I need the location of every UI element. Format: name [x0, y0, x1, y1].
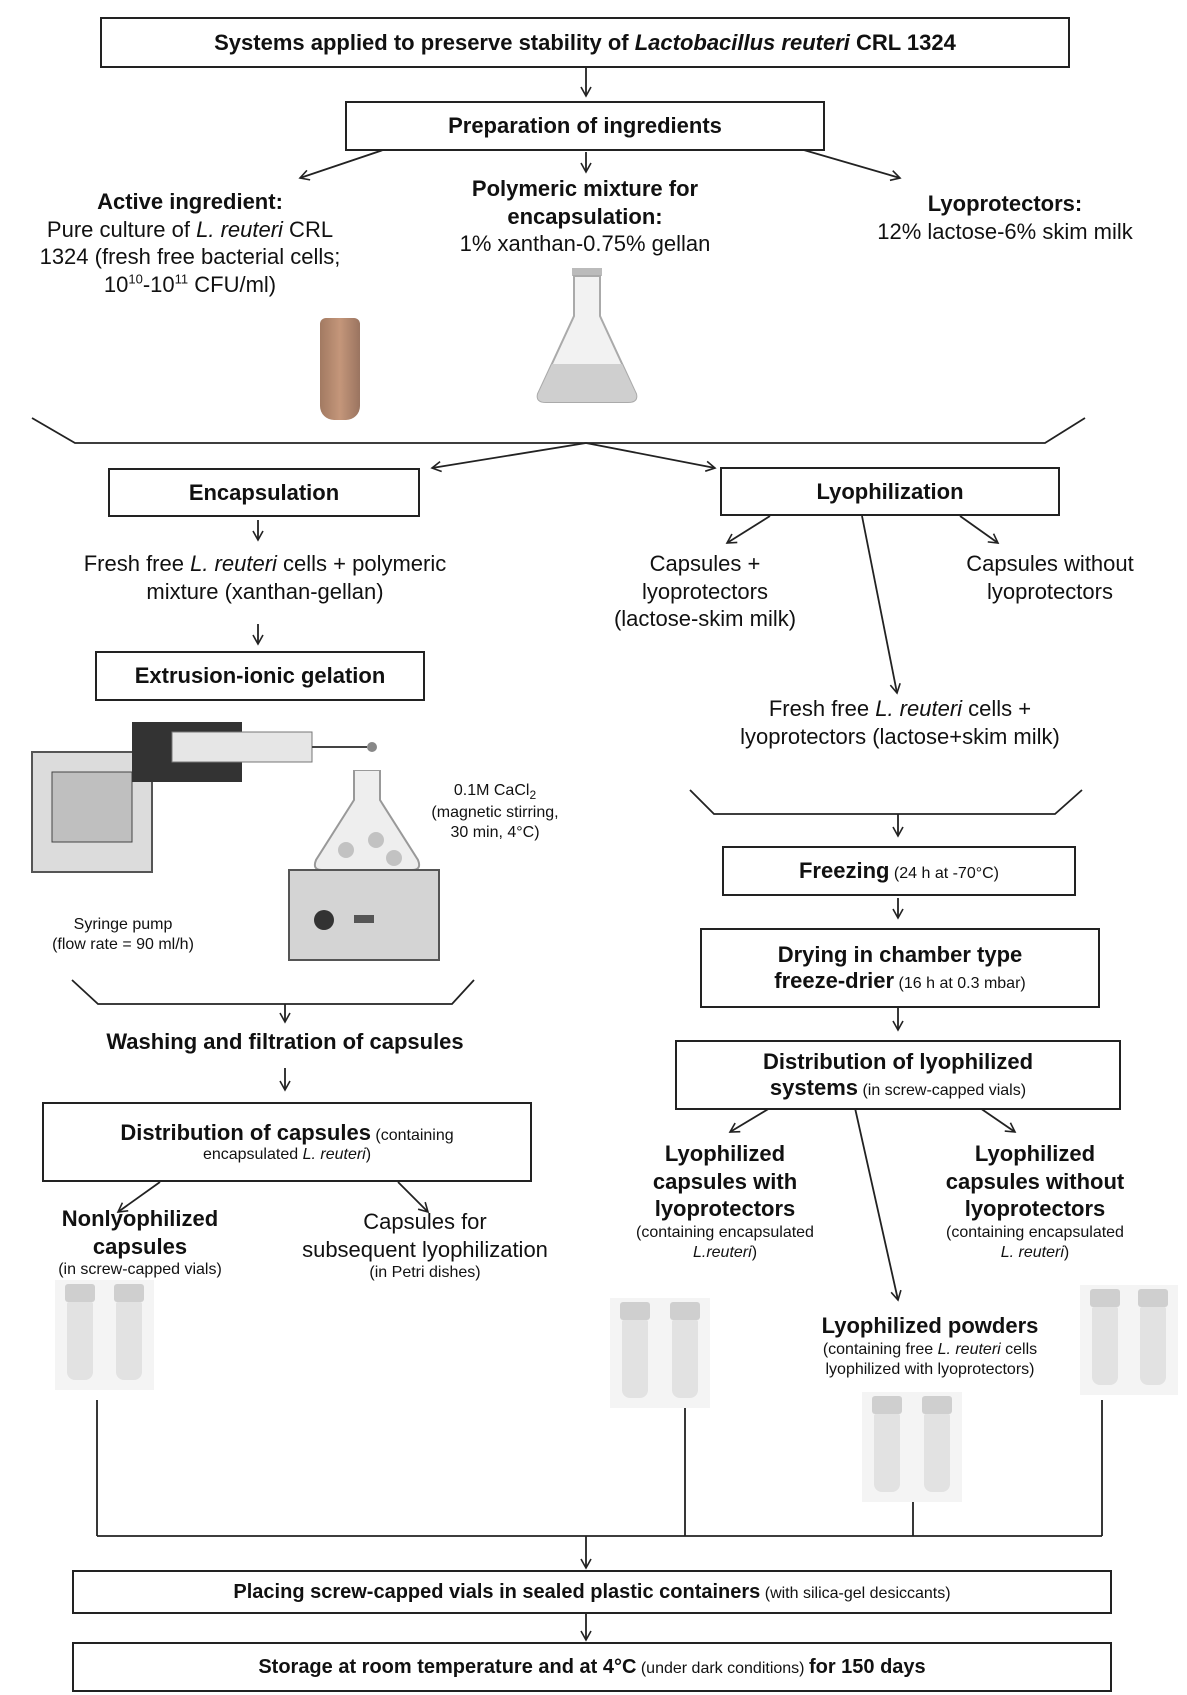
vial-icon: [55, 1280, 105, 1390]
active-line-3: 1010-1011 CFU/ml): [103, 271, 277, 297]
nonlyophilized-text: Nonlyophilized capsules (in screw-capped…: [20, 1205, 260, 1280]
lyophilization-label: Lyophilization: [816, 478, 964, 504]
capsules-lyo-line-1: Capsules +: [649, 551, 761, 576]
pump-line-2: (flow rate = 90 ml/h): [52, 936, 194, 953]
vial-icon: [912, 1392, 962, 1502]
powders-line-2: (containing free L. reuteri cells: [822, 1340, 1038, 1358]
polymer-line: 1% xanthan-0.75% gellan: [459, 231, 711, 256]
vial-icon: [862, 1392, 912, 1502]
caps-sub-line-1: Capsules for: [363, 1209, 487, 1234]
powders-line-1: Lyophilized powders: [821, 1313, 1039, 1338]
capsules-no-lyoprotectors-text: Capsules without lyoprotectors: [925, 550, 1175, 605]
vial-icon: [104, 1280, 154, 1390]
drying-line-2: freeze-drier (16 h at 0.3 mbar): [774, 968, 1026, 993]
capsules-nolyo-line-1: Capsules without: [966, 551, 1134, 576]
freezing-box: Freezing (24 h at -70°C): [722, 846, 1076, 896]
cacl2-line-2: (magnetic stirring,: [431, 804, 559, 822]
vial-icon: [1080, 1285, 1130, 1395]
placing-label: Placing screw-capped vials in sealed pla…: [233, 1580, 951, 1603]
title-box: Systems applied to preserve stability of…: [100, 17, 1070, 68]
capsules-lyo-line-2: lyoprotectors: [642, 578, 768, 604]
fresh-lyoprotectors-text: Fresh free L. reuteri cells + lyoprotect…: [685, 695, 1115, 750]
extrusion-box: Extrusion-ionic gelation: [95, 651, 425, 701]
pump-line-1: Syringe pump: [73, 916, 173, 933]
vial-icon: [610, 1298, 660, 1408]
drying-box: Drying in chamber type freeze-drier (16 …: [700, 928, 1100, 1008]
lyophilization-box: Lyophilization: [720, 467, 1060, 516]
vial-icon: [1128, 1285, 1178, 1395]
nonlyo-line-1: Nonlyophilized: [61, 1206, 219, 1231]
caps-sub-line-3: (in Petri dishes): [369, 1264, 481, 1281]
cacl2-text: 0.1M CaCl2 (magnetic stirring, 30 min, 4…: [400, 781, 590, 843]
fresh-polymer-text: Fresh free L. reuteri cells + polymeric …: [15, 550, 515, 605]
lyoprotectors-heading: Lyoprotectors:: [927, 191, 1083, 216]
lyo-with-line-4: (containing encapsulated: [636, 1223, 814, 1241]
dist-caps-line-1: Distribution of capsules (containing: [120, 1120, 454, 1145]
distribution-capsules-box: Distribution of capsules (containing enc…: [42, 1102, 532, 1182]
lyo-with-line-1: Lyophilized: [664, 1141, 786, 1166]
cacl2-line-1: 0.1M CaCl2: [453, 782, 537, 803]
washing-label: Washing and filtration of capsules: [106, 1029, 464, 1054]
test-tube-icon: [320, 318, 360, 420]
drying-line-1: Drying in chamber type: [777, 942, 1023, 967]
lyo-without-line-2: capsules without: [945, 1168, 1125, 1194]
lyo-without-line-5: L. reuteri): [1000, 1243, 1070, 1261]
syringe-pump-icon: [31, 722, 377, 873]
polymer-heading-2: encapsulation:: [507, 203, 663, 229]
active-ingredient-block: Active ingredient: Pure culture of L. re…: [10, 188, 370, 298]
fresh-polymer-line-1: Fresh free L. reuteri cells + polymeric: [83, 551, 447, 576]
lyophilized-powders-text: Lyophilized powders (containing free L. …: [765, 1312, 1095, 1380]
fresh-polymer-line-2: mixture (xanthan-gellan): [146, 578, 384, 604]
lyo-without-line-4: (containing encapsulated: [946, 1223, 1124, 1241]
cacl2-line-3: 30 min, 4°C): [450, 824, 540, 842]
lyo-without-line-1: Lyophilized: [974, 1141, 1096, 1166]
lyo-without-line-3: lyoprotectors: [964, 1196, 1106, 1221]
capsules-subsequent-text: Capsules for subsequent lyophilization (…: [270, 1208, 580, 1283]
caps-sub-line-2: subsequent lyophilization: [302, 1236, 548, 1262]
syringe-pump-label: Syringe pump (flow rate = 90 ml/h): [18, 915, 228, 955]
nonlyo-line-3: (in screw-capped vials): [58, 1261, 222, 1278]
active-line-2: 1324 (fresh free bacterial cells;: [39, 244, 341, 269]
freezing-label: Freezing (24 h at -70°C): [798, 858, 1000, 883]
lyo-with-line-2: capsules with: [652, 1168, 798, 1194]
storage-box: Storage at room temperature and at 4°C (…: [72, 1642, 1112, 1692]
capsules-lyoprotectors-text: Capsules + lyoprotectors (lactose-skim m…: [580, 550, 830, 633]
lyo-with-line-5: L.reuteri): [692, 1243, 758, 1261]
storage-label: Storage at room temperature and at 4°C (…: [258, 1655, 926, 1678]
preparation-box: Preparation of ingredients: [345, 101, 825, 151]
nonlyo-line-2: capsules: [92, 1233, 188, 1259]
flask-icon: [536, 268, 638, 403]
distribution-lyophilized-box: Distribution of lyophilized systems (in …: [675, 1040, 1121, 1110]
lyoprotectors-line: 12% lactose-6% skim milk: [877, 218, 1133, 244]
capsules-lyo-line-3: (lactose-skim milk): [613, 606, 797, 631]
extrusion-label: Extrusion-ionic gelation: [134, 663, 386, 688]
lyo-caps-without-text: Lyophilized capsules without lyoprotecto…: [905, 1140, 1165, 1263]
magnetic-stirrer-icon: [288, 770, 440, 961]
powders-line-3: lyophilized with lyoprotectors): [825, 1360, 1035, 1378]
active-line-1: Pure culture of L. reuteri CRL: [46, 216, 334, 242]
lyoprotectors-block: Lyoprotectors: 12% lactose-6% skim milk: [835, 190, 1175, 245]
title-text: Systems applied to preserve stability of…: [214, 29, 956, 55]
dist-lyo-line-2: systems (in screw-capped vials): [769, 1075, 1027, 1100]
lyo-caps-with-text: Lyophilized capsules with lyoprotectors …: [600, 1140, 850, 1263]
encapsulation-box: Encapsulation: [108, 468, 420, 517]
fresh-lyo-line-1: Fresh free L. reuteri cells +: [768, 696, 1032, 721]
vial-icon: [660, 1298, 710, 1408]
encapsulation-label: Encapsulation: [188, 479, 340, 505]
dist-caps-line-2: encapsulated L. reuteri): [202, 1146, 372, 1163]
dist-lyo-line-1: Distribution of lyophilized: [762, 1049, 1034, 1074]
capsules-nolyo-line-2: lyoprotectors: [987, 578, 1113, 604]
active-ingredient-heading: Active ingredient:: [97, 189, 283, 214]
polymer-block: Polymeric mixture for encapsulation: 1% …: [405, 175, 765, 258]
lyo-with-line-3: lyoprotectors: [654, 1196, 796, 1221]
placing-box: Placing screw-capped vials in sealed pla…: [72, 1570, 1112, 1614]
fresh-lyo-line-2: lyoprotectors (lactose+skim milk): [740, 723, 1060, 749]
preparation-label: Preparation of ingredients: [448, 113, 722, 138]
polymer-heading-1: Polymeric mixture for: [471, 176, 699, 201]
